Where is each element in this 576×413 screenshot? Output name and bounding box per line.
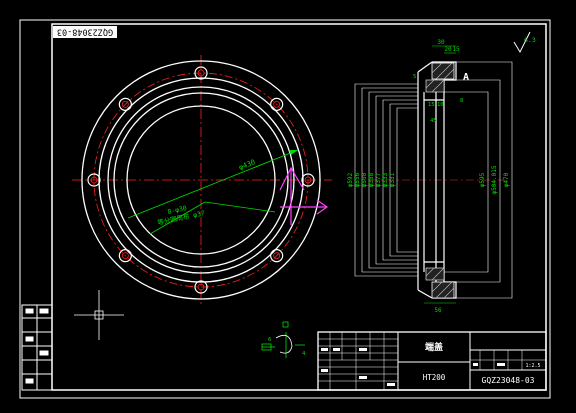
drawing-number-stamp-text: GQZ23048-03	[57, 27, 113, 37]
bolt-holes	[87, 66, 315, 294]
bolt-hole	[270, 97, 284, 111]
section-dia-3: φ500	[361, 172, 368, 187]
bolt-hole	[194, 280, 208, 294]
inner-dimensions: 5 15 10 45 8	[413, 74, 463, 124]
section-dia-5: φ377	[375, 172, 382, 187]
section-bottom-dim: 56	[434, 307, 442, 314]
bolt-hole	[194, 66, 208, 80]
bolt-hole-center	[273, 252, 281, 260]
inner-dim-1: 5	[413, 74, 416, 80]
detail-dim-right: 4	[302, 351, 306, 357]
bolt-hole-center	[121, 252, 129, 260]
surface-finish-value: 6.3	[524, 36, 536, 44]
bolt-hole-center	[273, 100, 281, 108]
section-rdia-2: φ504.015	[491, 165, 498, 194]
section-rdia-1: φ595	[479, 172, 486, 187]
part-name: 端盖	[425, 341, 443, 353]
bolt-hole-center	[197, 283, 205, 291]
right-dim-brackets	[444, 61, 513, 299]
bolt-hole-center	[304, 176, 312, 184]
drawing-number: GQZ23048-03	[482, 376, 535, 385]
section-dia-7: φ331	[389, 172, 396, 187]
section-dia-6: φ333	[382, 172, 389, 187]
bolt-hole-center	[197, 69, 205, 77]
front-dim-holes: 8-φ30	[167, 204, 188, 216]
bolt-hole-center	[90, 176, 98, 184]
drawing-number-stamp: GQZ23048-03	[53, 26, 117, 38]
bolt-hole	[301, 173, 315, 187]
diameter-dimension: φ430	[127, 149, 299, 219]
section-view[interactable]: φ592 φ556 φ500 φ358 φ377 φ333 φ331 φ595 …	[347, 39, 513, 314]
left-dim-brackets	[354, 83, 418, 277]
section-top-dim-2: 20	[444, 46, 452, 53]
bolt-circle	[93, 72, 309, 288]
revision-table	[21, 304, 53, 391]
surface-finish-symbol: 6.3	[513, 31, 536, 54]
top-dimensions: 30 20 15	[432, 39, 460, 54]
drawing-border	[19, 19, 551, 399]
section-top-dim-3: 15	[452, 46, 460, 53]
bolt-hole	[270, 249, 284, 263]
front-view[interactable]: φ430 8-φ30 等分圆周布 φ37	[72, 55, 332, 305]
detail-view: 6 4	[261, 321, 306, 358]
right-diameter-labels: φ595 φ504.015 φ470	[479, 165, 510, 194]
section-dia-4: φ358	[368, 172, 375, 187]
section-top-dim-1: 30	[437, 39, 445, 46]
detail-dim-left: 6	[268, 337, 271, 343]
bottom-dimension: 56	[424, 302, 456, 314]
crosshair-cursor[interactable]	[74, 290, 124, 340]
center-lines	[72, 55, 332, 305]
section-letter: A	[463, 72, 469, 83]
section-body	[417, 61, 457, 299]
section-hatch	[425, 62, 455, 299]
flange-circles	[81, 60, 321, 300]
inner-dim-3: 10	[437, 102, 444, 108]
bolt-hole	[118, 249, 132, 263]
front-dim-diameter: φ430	[238, 158, 257, 172]
material: HT200	[423, 373, 446, 382]
section-dia-1: φ592	[347, 172, 354, 187]
left-diameter-labels: φ592 φ556 φ500 φ358 φ377 φ333 φ331	[347, 172, 396, 187]
title-block: 端盖 HT200 1:2.5 GQZ23048-03	[317, 331, 547, 391]
grip-marker[interactable]	[279, 166, 329, 225]
bolt-hole	[87, 173, 101, 187]
section-rdia-3: φ470	[503, 172, 510, 187]
inner-dim-5: 8	[460, 98, 463, 104]
bolt-hole-center	[121, 100, 129, 108]
inner-dim-4: 45	[430, 118, 437, 124]
bolt-hole	[118, 97, 132, 111]
scale: 1:2.5	[525, 363, 540, 369]
section-dia-2: φ556	[354, 172, 361, 187]
inner-dim-2: 15	[428, 102, 435, 108]
